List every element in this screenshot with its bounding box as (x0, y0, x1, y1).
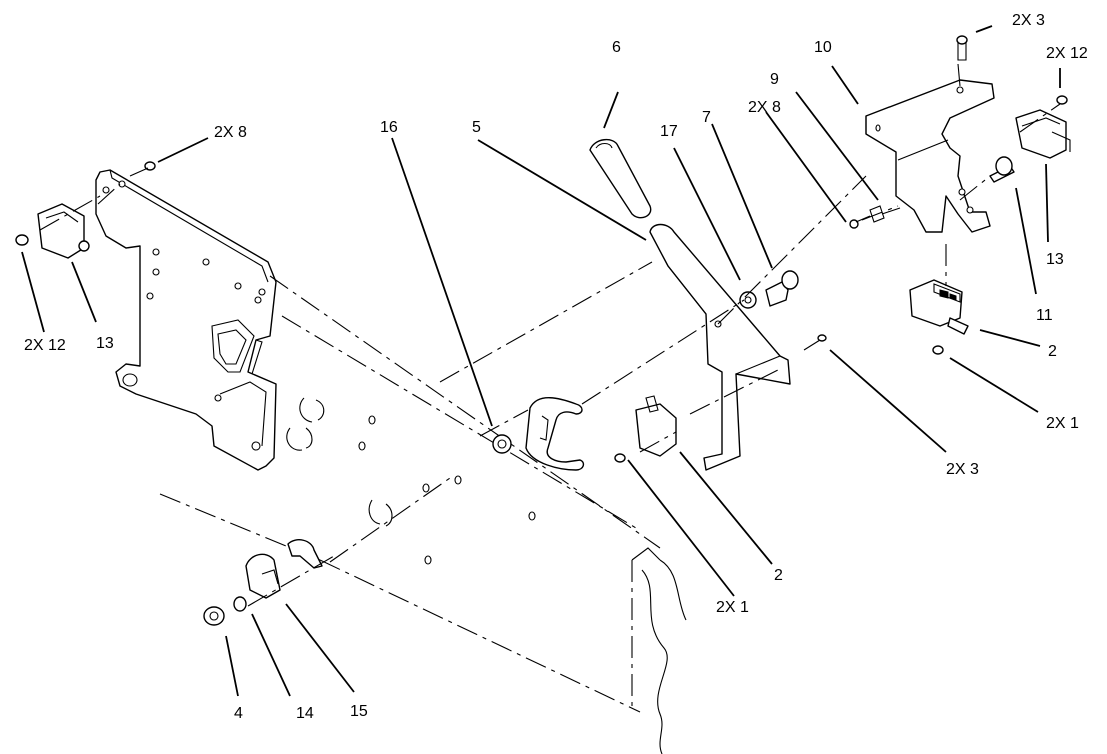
callout-2-center: 2 (774, 567, 783, 584)
spring-9 (869, 205, 901, 223)
callout-2x12-left: 2X 12 (24, 337, 66, 354)
washer-17 (739, 291, 757, 309)
callout-2x12-right: 2X 12 (1046, 45, 1088, 62)
mounting-plate (95, 169, 277, 471)
callout-2-right: 2 (1048, 343, 1057, 360)
callout-2x8-left: 2X 8 (214, 124, 247, 141)
callout-10: 10 (814, 39, 832, 56)
switch-2-center (614, 395, 677, 463)
switch-2-right (909, 279, 969, 355)
retaining-rings (286, 397, 536, 565)
callout-9: 9 (770, 71, 779, 88)
callout-2x8-center: 2X 8 (748, 99, 781, 116)
callout-11: 11 (1036, 307, 1053, 324)
handle-grip-6 (589, 139, 652, 219)
callout-17: 17 (660, 123, 678, 140)
bolt-11 (989, 156, 1015, 183)
callout-14: 14 (296, 705, 314, 722)
nut-16 (492, 434, 512, 454)
assembly-centerlines (39, 63, 1061, 607)
screw-3-top (956, 35, 968, 61)
upper-bracket-10 (865, 79, 995, 233)
screw-8-center (849, 215, 871, 229)
callout-4: 4 (234, 705, 243, 722)
shoulder-bolt-7 (765, 270, 799, 307)
callout-2x3-top: 2X 3 (1012, 12, 1045, 29)
screw-3-right (803, 334, 827, 351)
switch-13-left (15, 203, 90, 259)
nut-4 (203, 606, 225, 626)
callout-13-right: 13 (1046, 251, 1064, 268)
callout-16: 16 (380, 119, 398, 136)
callout-13-left: 13 (96, 335, 114, 352)
callout-2x3-right: 2X 3 (946, 461, 979, 478)
callout-2x1-center: 2X 1 (716, 599, 749, 616)
leader-lines (21, 25, 1061, 697)
switch-13-right (1015, 95, 1071, 159)
callout-labels: 2X 3 2X 12 10 9 6 2X 8 7 17 5 16 2X 8 13… (24, 12, 1088, 722)
callout-6: 6 (612, 39, 621, 56)
screw-8-left (129, 161, 156, 177)
callout-7: 7 (702, 109, 711, 126)
callout-5: 5 (472, 119, 481, 136)
callout-15: 15 (350, 703, 368, 720)
spring-clip (525, 397, 585, 471)
panel-outline (159, 275, 687, 754)
washer-14 (233, 596, 247, 612)
callout-2x1-right: 2X 1 (1046, 415, 1079, 432)
brake-lever-5 (649, 223, 791, 471)
bracket-15 (245, 539, 323, 599)
